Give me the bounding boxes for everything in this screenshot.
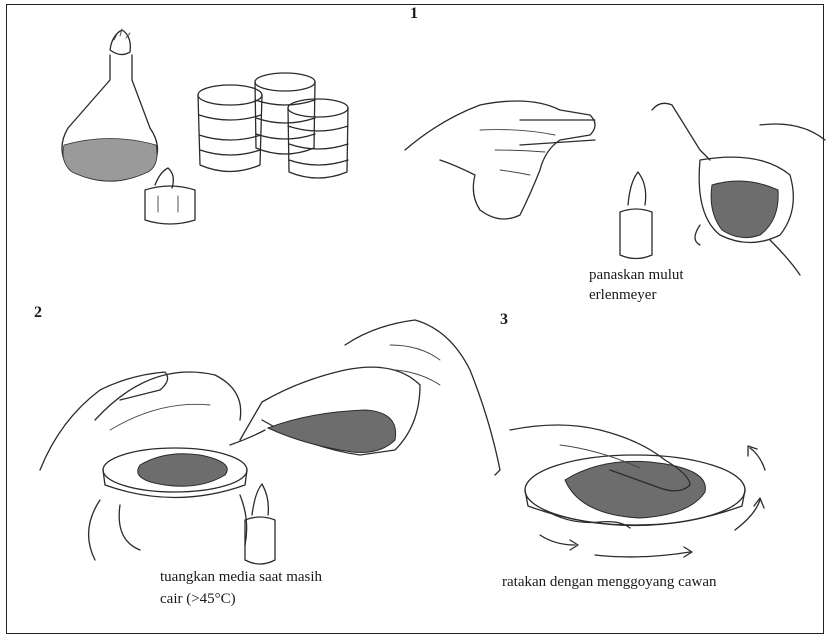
step-1-caption-line-1: panaskan mulut bbox=[589, 268, 684, 284]
petri-dish-stacks bbox=[198, 73, 348, 178]
hand-holding-flask-body bbox=[652, 103, 825, 275]
step-1-caption-line-2: erlenmeyer bbox=[589, 288, 656, 304]
petri-dish-pouring bbox=[103, 448, 247, 498]
step-number-3: 3 bbox=[500, 312, 508, 329]
hand-holding-dish-bottom bbox=[89, 495, 247, 560]
step-3-caption: ratakan dengan menggoyang cawan bbox=[502, 575, 717, 591]
bunsen-burner-3 bbox=[245, 484, 275, 564]
step-number-2: 2 bbox=[34, 305, 42, 322]
step-2-caption-line-2: cair (>45°C) bbox=[160, 592, 236, 608]
erlenmeyer-flask-plugged bbox=[62, 29, 158, 181]
hand-holding-flask-neck bbox=[405, 101, 595, 219]
bunsen-burner-2 bbox=[620, 172, 652, 259]
bunsen-burner-1 bbox=[145, 168, 195, 224]
hand-holding-dish-lid bbox=[40, 372, 241, 470]
pouring-flask bbox=[230, 367, 420, 455]
step-2-caption-line-1: tuangkan media saat masih bbox=[160, 570, 322, 586]
step-number-1: 1 bbox=[410, 6, 418, 23]
